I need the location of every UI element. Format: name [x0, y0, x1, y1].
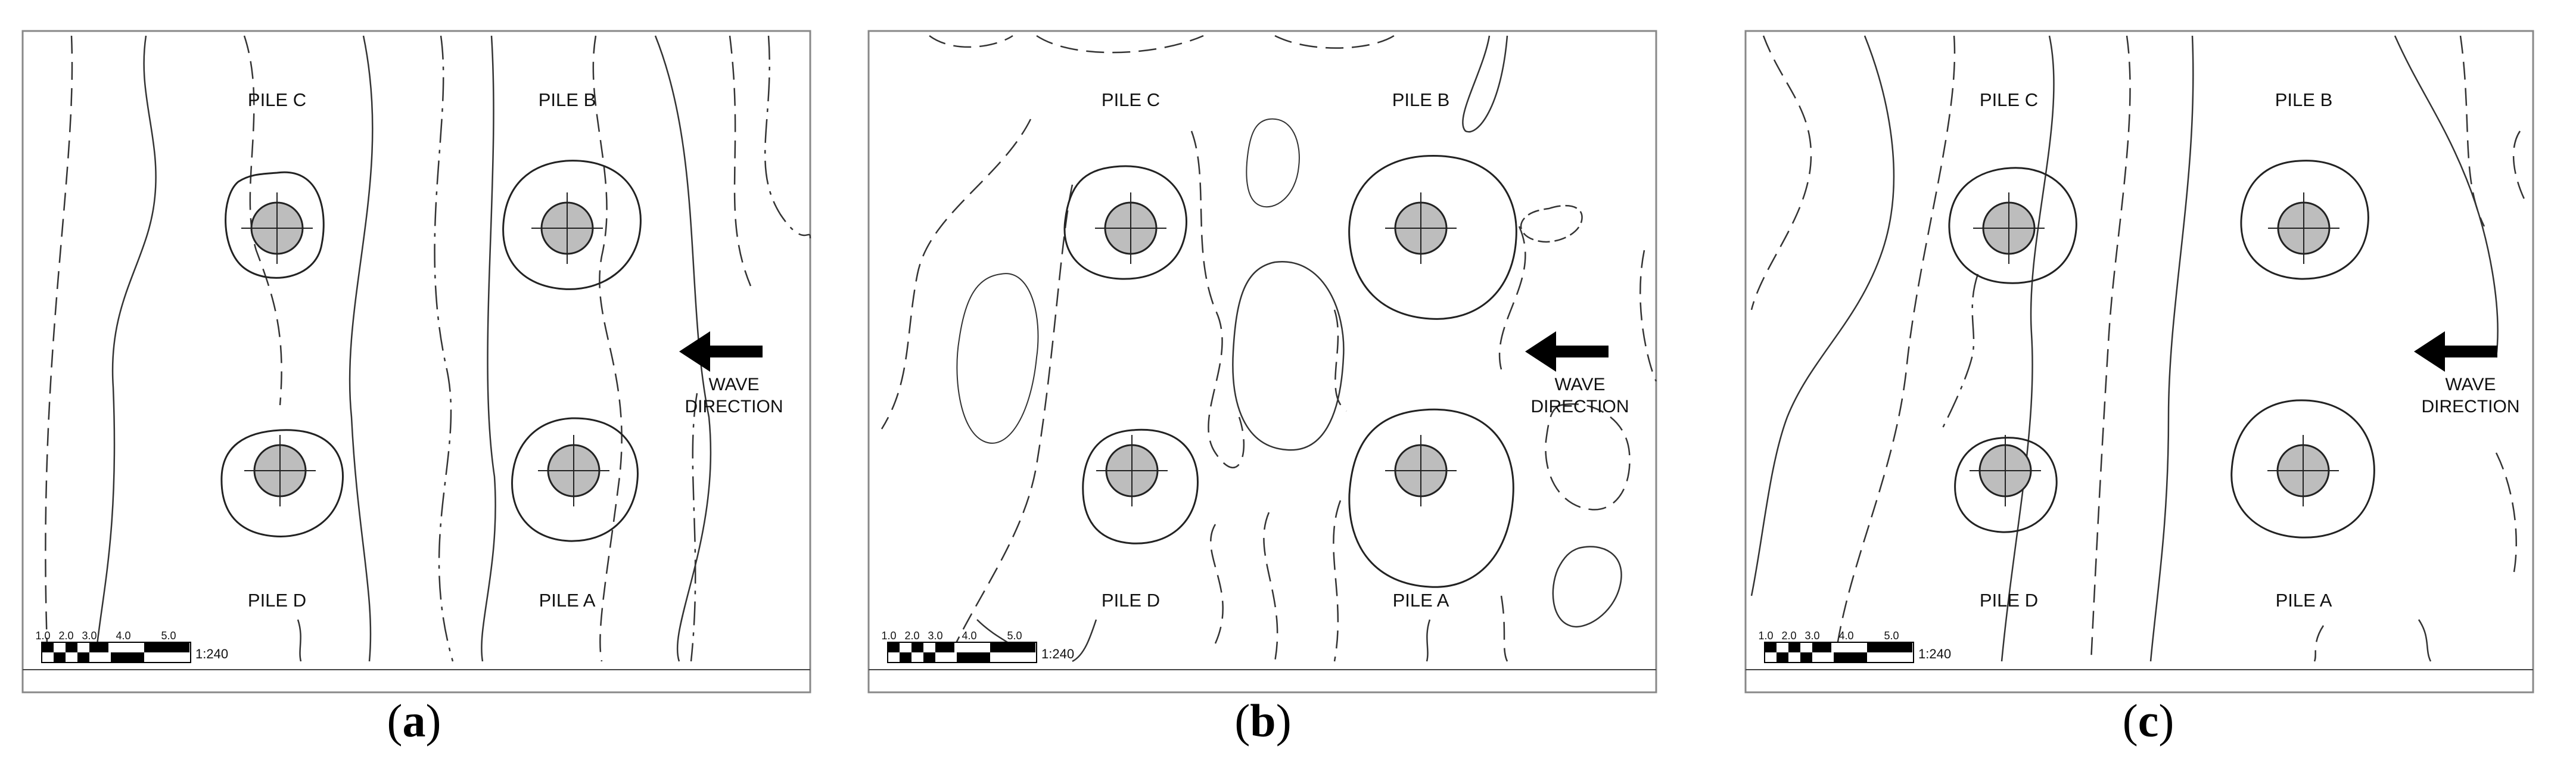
pile-c-label: PILE C [248, 89, 306, 110]
wave-direction-arrow [2414, 331, 2497, 372]
panel-a: PILE C PILE B PILE D PILE A WAVE DIRECTI… [0, 0, 846, 765]
pile-c-marker [1973, 192, 2045, 264]
panel-c: PILE C PILE B PILE D PILE A WAVE DIRECTI… [1728, 0, 2574, 765]
frame [1744, 30, 2534, 694]
scale-tick-4: 4.0 [1838, 630, 1853, 642]
contour-lines [1750, 35, 2527, 662]
scale-tick-3: 3.0 [82, 630, 97, 642]
pile-a-label: PILE A [1393, 590, 1449, 611]
pile-b-label: PILE B [2275, 89, 2333, 110]
scale-bar: 1.0 2.0 3.0 4.0 5.0 1:240 [1758, 630, 1951, 663]
scale-tick-1: 1.0 [1758, 630, 1773, 642]
pile-b-marker [2268, 192, 2339, 264]
pile-d-marker [1096, 435, 1168, 506]
panel-c-diagram: PILE C PILE B PILE D PILE A WAVE DIRECTI… [1744, 30, 2534, 694]
pile-a-label: PILE A [2276, 590, 2332, 611]
scale-tick-5: 5.0 [161, 630, 176, 642]
scale-ratio: 1:240 [195, 646, 228, 661]
scale-tick-1: 1.0 [881, 630, 896, 642]
pile-rings [1063, 155, 1517, 588]
pile-a-label: PILE A [539, 590, 596, 611]
pile-c-label: PILE C [1102, 89, 1160, 110]
frame [21, 30, 811, 694]
wave-label-line1: WAVE [1554, 375, 1605, 394]
wave-label-line2: DIRECTION [1531, 397, 1629, 416]
pile-b-marker [1385, 192, 1457, 264]
contour-lines [45, 35, 811, 662]
panel-b-caption: (b) [1234, 695, 1292, 747]
pile-d-marker [1970, 435, 2041, 506]
scale-tick-3: 3.0 [1805, 630, 1819, 642]
pile-b-label: PILE B [539, 89, 596, 110]
wave-label-line2: DIRECTION [685, 397, 783, 416]
scale-tick-4: 4.0 [962, 630, 976, 642]
panel-b: PILE C PILE B PILE D PILE A WAVE DIRECTI… [858, 0, 1704, 765]
panel-c-caption: (c) [2122, 695, 2174, 747]
scale-ratio: 1:240 [1041, 646, 1074, 661]
pile-b-marker [531, 192, 603, 264]
scale-tick-4: 4.0 [116, 630, 130, 642]
wave-label-line2: DIRECTION [2422, 397, 2520, 416]
scale-bar: 1.0 2.0 3.0 4.0 5.0 1:240 [881, 630, 1074, 663]
scale-ratio: 1:240 [1918, 646, 1951, 661]
scale-bar: 1.0 2.0 3.0 4.0 5.0 1:240 [35, 630, 228, 663]
pile-a-marker [538, 435, 609, 506]
pile-a-marker [2267, 435, 2339, 506]
pile-rings [220, 160, 642, 542]
piles [1095, 192, 1457, 506]
pile-d-label: PILE D [1980, 590, 2038, 611]
pile-c-marker [241, 192, 313, 264]
wave-direction-arrow [679, 331, 763, 372]
panel-a-diagram: PILE C PILE B PILE D PILE A WAVE DIRECTI… [21, 30, 811, 694]
scale-tick-2: 2.0 [58, 630, 73, 642]
pile-d-label: PILE D [248, 590, 306, 611]
scale-tick-2: 2.0 [1781, 630, 1796, 642]
wave-label-line1: WAVE [2445, 375, 2496, 394]
wave-direction-arrow [1525, 331, 1609, 372]
scale-tick-5: 5.0 [1884, 630, 1899, 642]
frame [867, 30, 1657, 694]
pile-d-marker [244, 435, 316, 506]
scale-tick-2: 2.0 [904, 630, 919, 642]
contour-lines [881, 35, 1657, 663]
pile-a-marker [1385, 435, 1457, 506]
piles [241, 192, 609, 506]
pile-c-marker [1095, 192, 1166, 264]
pile-c-label: PILE C [1980, 89, 2038, 110]
pile-rings [1948, 160, 2375, 539]
panel-b-diagram: PILE C PILE B PILE D PILE A WAVE DIRECTI… [867, 30, 1657, 694]
pile-d-label: PILE D [1102, 590, 1160, 611]
wave-label-line1: WAVE [708, 375, 759, 394]
pile-b-label: PILE B [1392, 89, 1450, 110]
piles [1970, 192, 2339, 506]
scale-tick-5: 5.0 [1007, 630, 1022, 642]
scale-tick-3: 3.0 [928, 630, 942, 642]
panel-a-caption: (a) [387, 695, 441, 747]
scale-tick-1: 1.0 [35, 630, 50, 642]
